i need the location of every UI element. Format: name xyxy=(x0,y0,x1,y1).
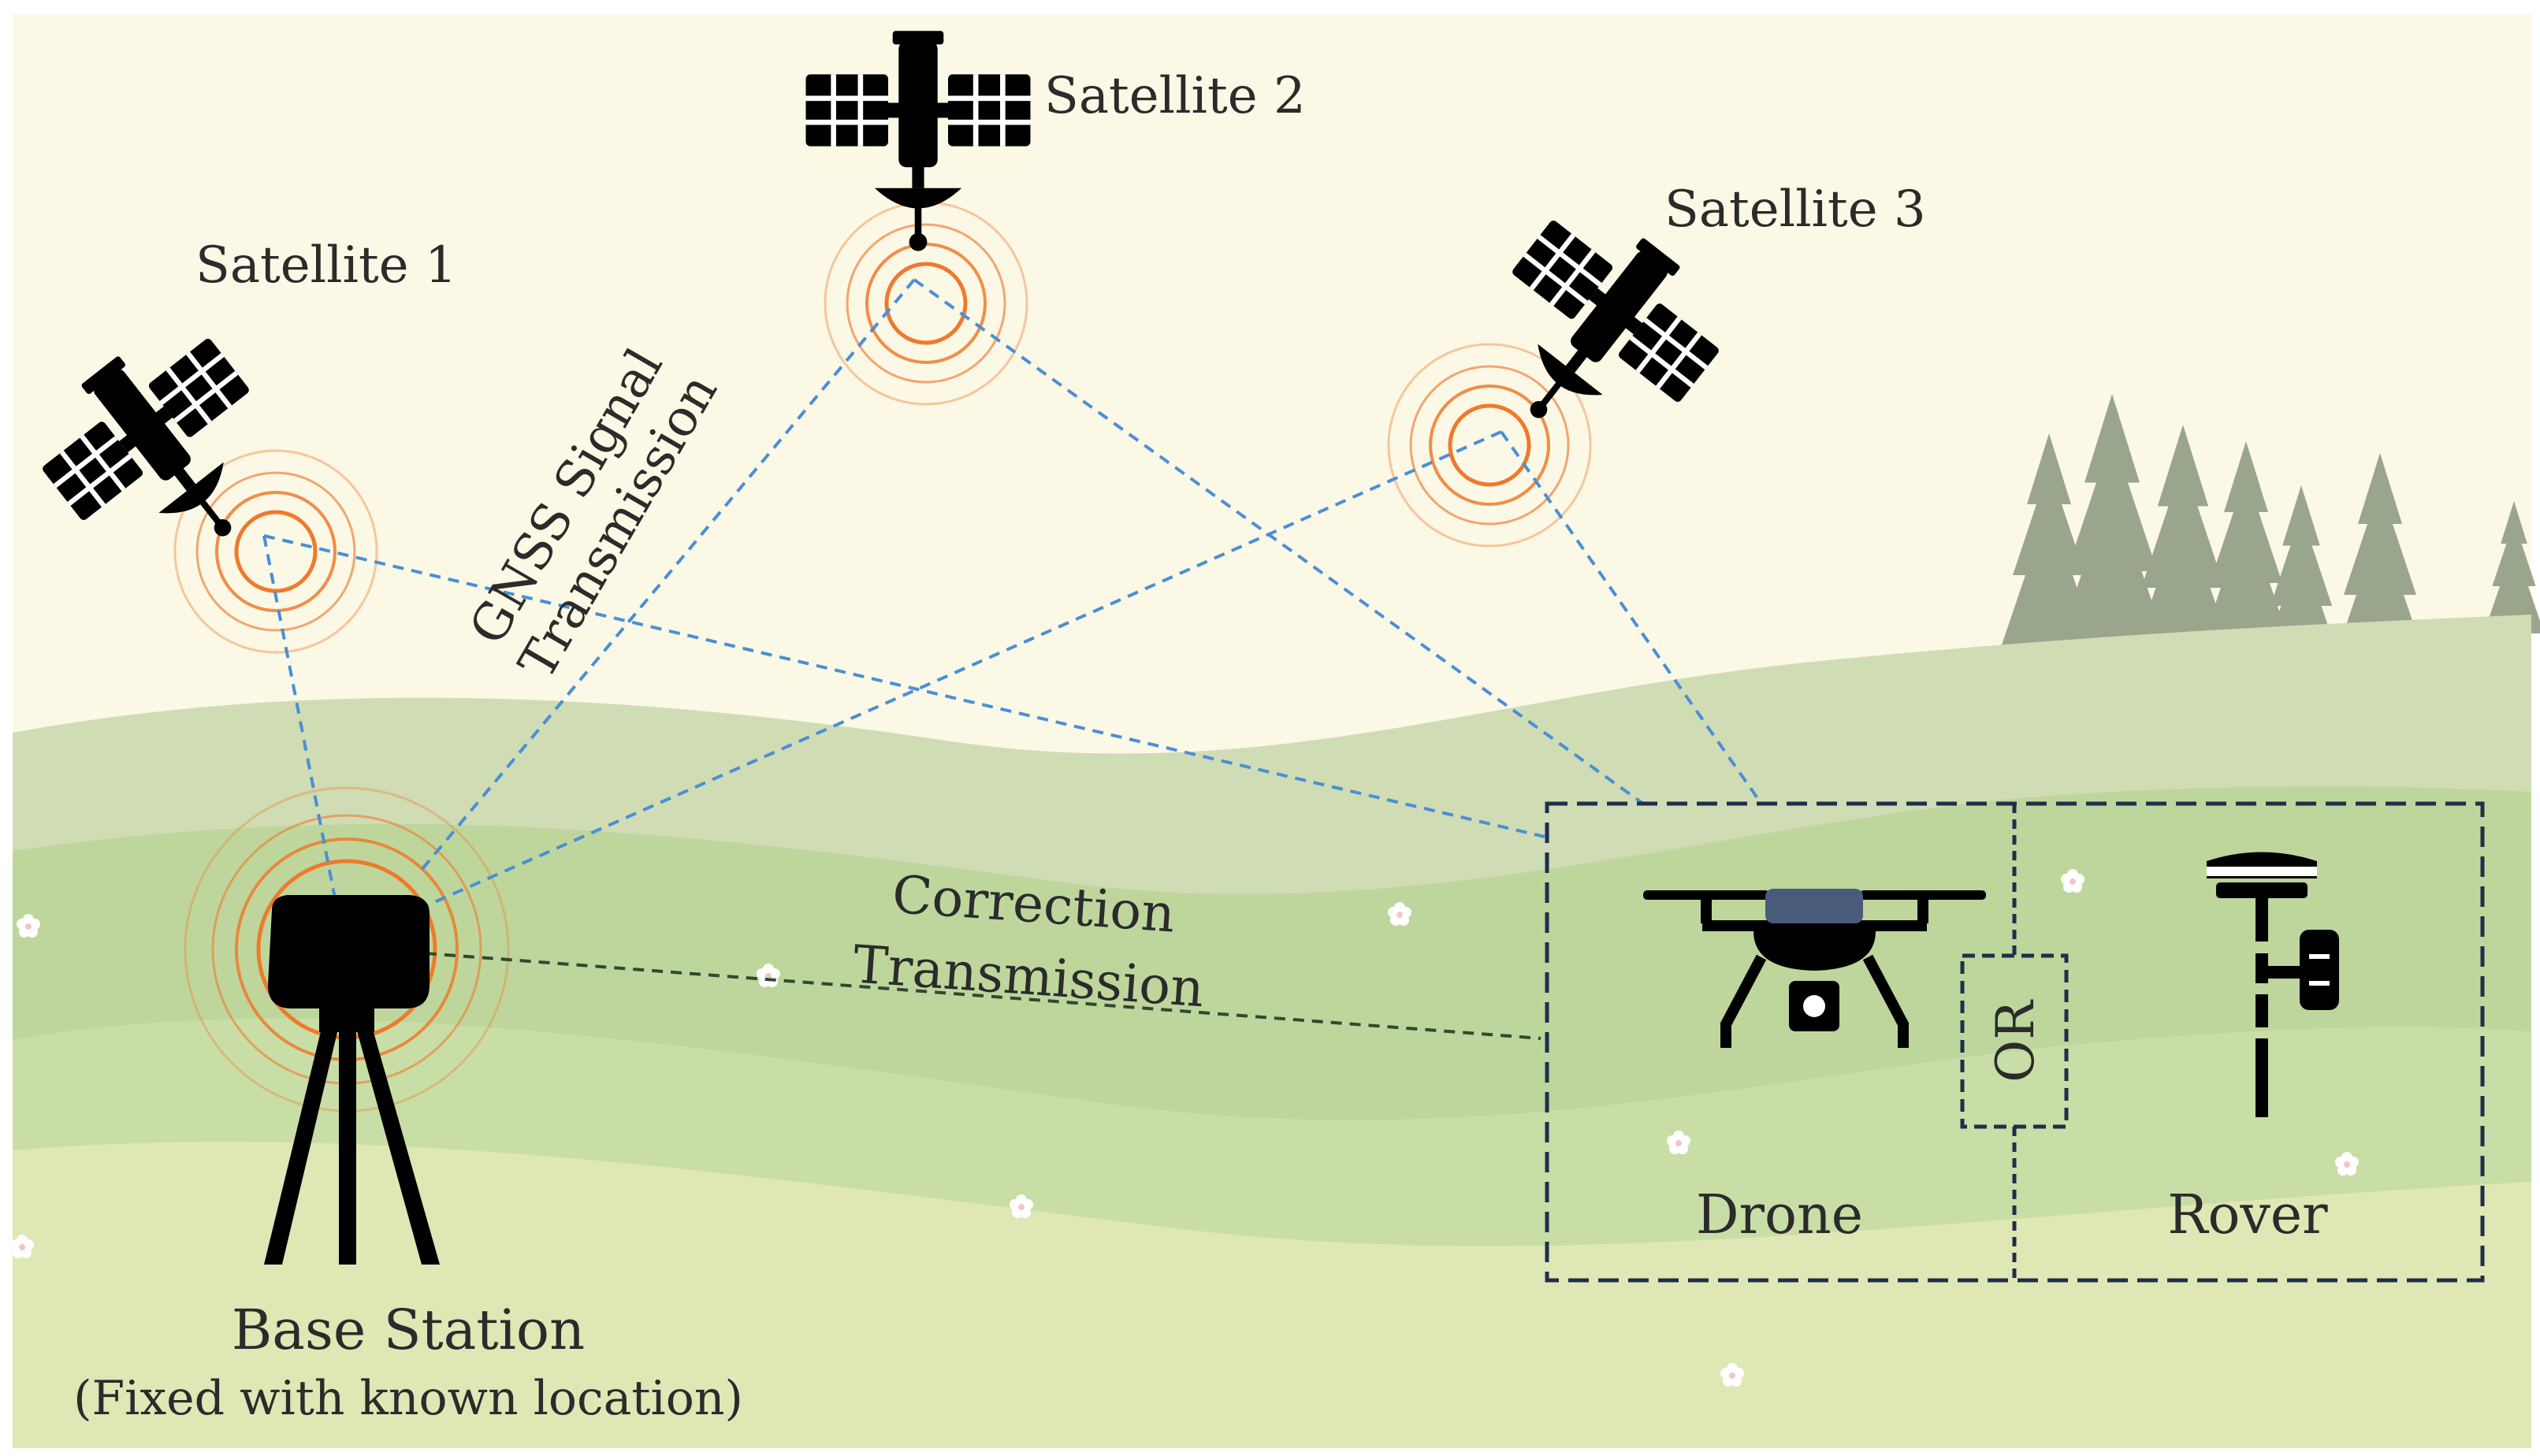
correction-line xyxy=(425,952,1541,1040)
satellite-3-label: Satellite 3 xyxy=(1664,180,1926,239)
satellite-1-label: Satellite 1 xyxy=(195,236,457,295)
signal-rings-satellite-2 xyxy=(824,201,1028,406)
rover-label: Rover xyxy=(2167,1184,2328,1246)
base-station-label: Base Station xyxy=(232,1298,585,1362)
signal-ring-group xyxy=(173,201,1592,1112)
gnss-signal-lines xyxy=(262,278,1763,908)
foreground-ground xyxy=(13,1142,2531,1448)
signal-line xyxy=(425,430,1502,908)
signal-line xyxy=(913,278,1645,805)
gnss-rover-icon xyxy=(2207,852,2339,1117)
satellite-2-label: Satellite 2 xyxy=(1044,67,1306,125)
signal-rings-satellite-1 xyxy=(173,449,378,654)
or-label: OR xyxy=(1985,999,2046,1083)
signal-rings-satellite-3 xyxy=(1387,343,1592,548)
rover-box xyxy=(1545,801,2485,1283)
or-box xyxy=(1960,953,2069,1129)
signal-line xyxy=(416,278,916,876)
drone-label: Drone xyxy=(1696,1184,1863,1246)
signal-line xyxy=(262,535,337,899)
base-station-sublabel: (Fixed with known location) xyxy=(73,1371,743,1426)
drone-icon xyxy=(1643,889,1986,1048)
base-station-tripod-icon xyxy=(264,895,440,1265)
